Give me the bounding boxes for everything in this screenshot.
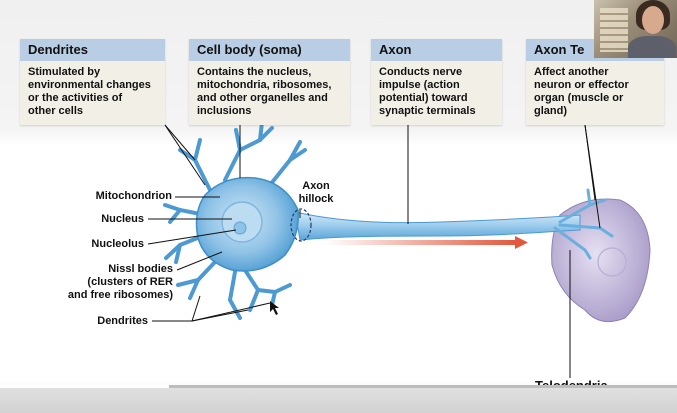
label-nucleolus: Nucleolus xyxy=(91,238,144,250)
effector-nucleus xyxy=(597,247,627,277)
card-title: Axon xyxy=(371,39,502,61)
video-progress-track[interactable] xyxy=(0,385,677,388)
label-mitochondrion: Mitochondrion xyxy=(95,190,172,202)
card-text: Stimulated by environmental changes or t… xyxy=(28,66,151,117)
leader-lines xyxy=(147,124,601,378)
card-text: Conducts nerve impulse (action potential… xyxy=(379,66,476,117)
card-text: Affect another neuron or effector organ … xyxy=(534,66,629,117)
label-nucleus: Nucleus xyxy=(101,213,144,225)
card-axon: Axon Conducts nerve impulse (action pote… xyxy=(371,39,502,125)
nucleolus xyxy=(233,221,247,235)
impulse-arrow-shaft xyxy=(325,240,515,245)
webcam-feed xyxy=(594,0,677,58)
impulse-arrow-head xyxy=(515,236,528,249)
label-axon-hillock: Axon hillock xyxy=(298,180,334,205)
label-dendrites: Dendrites xyxy=(97,315,148,327)
card-title: Dendrites xyxy=(20,39,165,61)
mouse-pointer-icon xyxy=(270,301,279,315)
card-cell-body: Cell body (soma) Contains the nucleus, m… xyxy=(189,39,350,125)
card-title: Cell body (soma) xyxy=(189,39,350,61)
label-nissl-bodies: Nissl bodies (clusters of RER and free r… xyxy=(67,263,173,301)
card-dendrites: Dendrites Stimulated by environmental ch… xyxy=(20,39,165,125)
axon xyxy=(294,211,581,241)
video-progress-fill xyxy=(0,385,170,388)
axon-hillock-marker xyxy=(290,208,312,242)
video-control-bar xyxy=(0,388,677,413)
card-text: Contains the nucleus, mitochondria, ribo… xyxy=(197,66,332,117)
